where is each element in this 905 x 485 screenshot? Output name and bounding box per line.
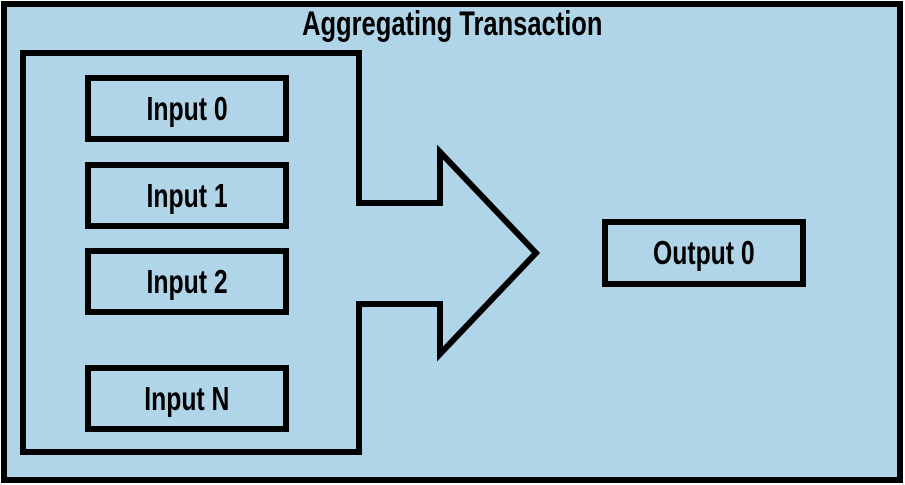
input-label-1: Input 1	[146, 176, 228, 214]
input-label-2: Input 2	[146, 262, 228, 300]
diagram-title-text: Aggregating Transaction	[302, 5, 603, 43]
block-arrow-right-icon	[20, 50, 541, 455]
input-label-0: Input 0	[146, 89, 228, 127]
input-label-n: Input N	[144, 379, 230, 417]
input-box-1: Input 1	[85, 162, 289, 229]
input-box-2: Input 2	[85, 248, 289, 315]
input-box-n: Input N	[85, 365, 289, 432]
output-label: Output 0	[653, 234, 755, 271]
diagram-title: Aggregating Transaction	[0, 7, 905, 41]
output-box: Output 0	[602, 219, 806, 287]
input-box-0: Input 0	[85, 75, 289, 142]
